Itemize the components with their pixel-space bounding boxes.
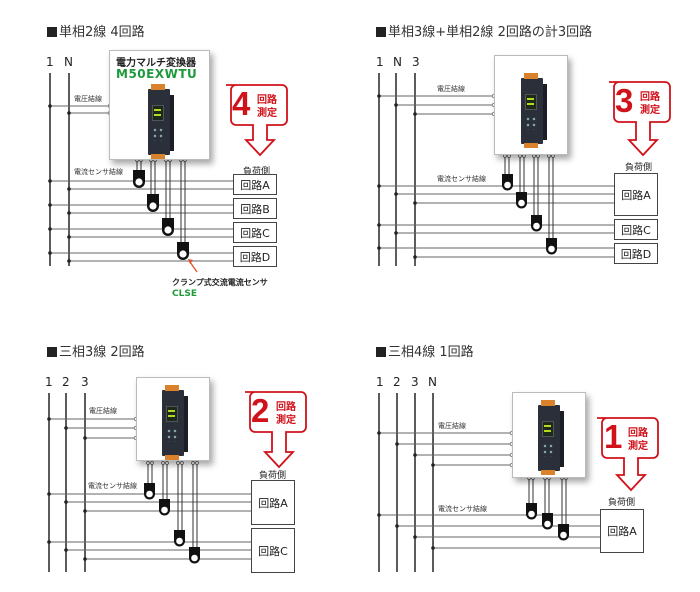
- clamp-sensor-icon: [502, 174, 557, 255]
- callout-label: 4 回路 測定: [229, 85, 284, 122]
- voltage-wiring-label: 電圧結線: [438, 422, 466, 430]
- bus-label-3: 3: [412, 55, 420, 69]
- bus-label-1: 1: [376, 55, 384, 69]
- device-model: M50EXWTU: [116, 67, 198, 81]
- voltage-wiring-label: 電圧結線: [74, 95, 102, 103]
- load-circuit-c: 回路C: [251, 528, 295, 573]
- load-circuit-a: 回路A: [614, 173, 658, 216]
- load-circuit-a: 回路A: [251, 480, 295, 525]
- callout-line2: 測定: [276, 415, 296, 426]
- square-bullet-icon: [47, 27, 57, 37]
- device-m50exwtu: 電力マルチ変換器 M50EXWTU: [109, 50, 210, 160]
- voltage-wiring-label: 電圧結線: [89, 407, 117, 415]
- callout-number: 1: [604, 418, 623, 455]
- callout-number: 4: [232, 85, 251, 122]
- callout-line2: 測定: [628, 441, 648, 452]
- callout-label: 3 回路 測定: [612, 82, 667, 119]
- current-sensor-wiring-label: 電流センサ結線: [438, 505, 487, 513]
- callout-4-circuits: [226, 84, 288, 157]
- device-name: 電力マルチ変換器: [116, 58, 196, 69]
- callout-label: 2 回路 測定: [248, 392, 303, 429]
- callout-label: 1 回路 測定: [600, 418, 655, 455]
- load-circuit-a: 回路A: [600, 509, 644, 553]
- clamp-sensor-icon: [133, 170, 189, 260]
- callout-line1: 回路: [628, 428, 648, 439]
- load-circuit-c: 回路C: [233, 222, 277, 243]
- load-circuit-c: 回路C: [614, 219, 658, 240]
- bus-label-n: N: [428, 375, 437, 389]
- bus-label-n: N: [393, 55, 402, 69]
- callout-1-circuit: [597, 417, 659, 492]
- clamp-sensor-model: CLSE: [172, 289, 197, 299]
- bus-label-2: 2: [62, 375, 70, 389]
- device-transducer: [136, 377, 210, 461]
- square-bullet-icon: [376, 27, 386, 37]
- bus-label-n: N: [64, 55, 73, 69]
- panel-title: 単相3線+単相2線 2回路の計3回路: [376, 21, 592, 40]
- transducer-unit-icon: [538, 400, 564, 475]
- load-circuit-a: 回路A: [233, 174, 277, 195]
- callout-line2: 測定: [640, 105, 660, 116]
- bus-label-1: 1: [46, 55, 54, 69]
- current-sensor-wiring-label: 電流センサ結線: [88, 482, 137, 490]
- bus-label-1: 1: [45, 375, 53, 389]
- device-transducer: [512, 392, 586, 478]
- bus-label-2: 2: [393, 375, 401, 389]
- load-side-label: 負荷側: [608, 498, 636, 508]
- square-bullet-icon: [376, 347, 386, 357]
- clamp-sensor-icon: [526, 503, 569, 541]
- load-circuit-b: 回路B: [233, 198, 277, 219]
- load-circuit-d: 回路D: [233, 246, 277, 267]
- callout-line1: 回路: [640, 92, 660, 103]
- current-sensor-wiring-label: 電流センサ結線: [437, 175, 486, 183]
- current-sensor-wiring-label: 電流センサ結線: [74, 168, 123, 176]
- panel-title: 単相2線 4回路: [47, 21, 145, 40]
- callout-line1: 回路: [257, 95, 277, 106]
- callout-number: 2: [251, 392, 270, 429]
- transducer-unit-icon: [521, 73, 547, 148]
- load-side-label: 負荷側: [259, 471, 287, 481]
- callout-number: 3: [615, 82, 634, 119]
- clamp-sensor-name: クランプ式交流電流センサ: [172, 278, 268, 287]
- voltage-wiring-label: 電圧結線: [437, 85, 465, 93]
- callout-line1: 回路: [276, 402, 296, 413]
- callout-2-circuits: [245, 391, 307, 469]
- panel-title: 三相3線 2回路: [47, 341, 145, 360]
- clamp-sensor-icon: [144, 483, 200, 564]
- panel-title: 三相4線 1回路: [376, 341, 474, 360]
- load-circuit-d: 回路D: [614, 243, 658, 264]
- device-transducer: [494, 55, 568, 155]
- callout-3-circuits: [609, 81, 671, 157]
- transducer-unit-icon: [148, 84, 174, 159]
- square-bullet-icon: [47, 347, 57, 357]
- callout-line2: 測定: [257, 108, 277, 119]
- bus-label-3: 3: [411, 375, 419, 389]
- bus-label-1: 1: [376, 375, 384, 389]
- load-side-label: 負荷側: [625, 163, 653, 173]
- bus-label-3: 3: [81, 375, 89, 389]
- load-side-label: 負荷側: [243, 167, 271, 177]
- transducer-unit-icon: [162, 385, 188, 460]
